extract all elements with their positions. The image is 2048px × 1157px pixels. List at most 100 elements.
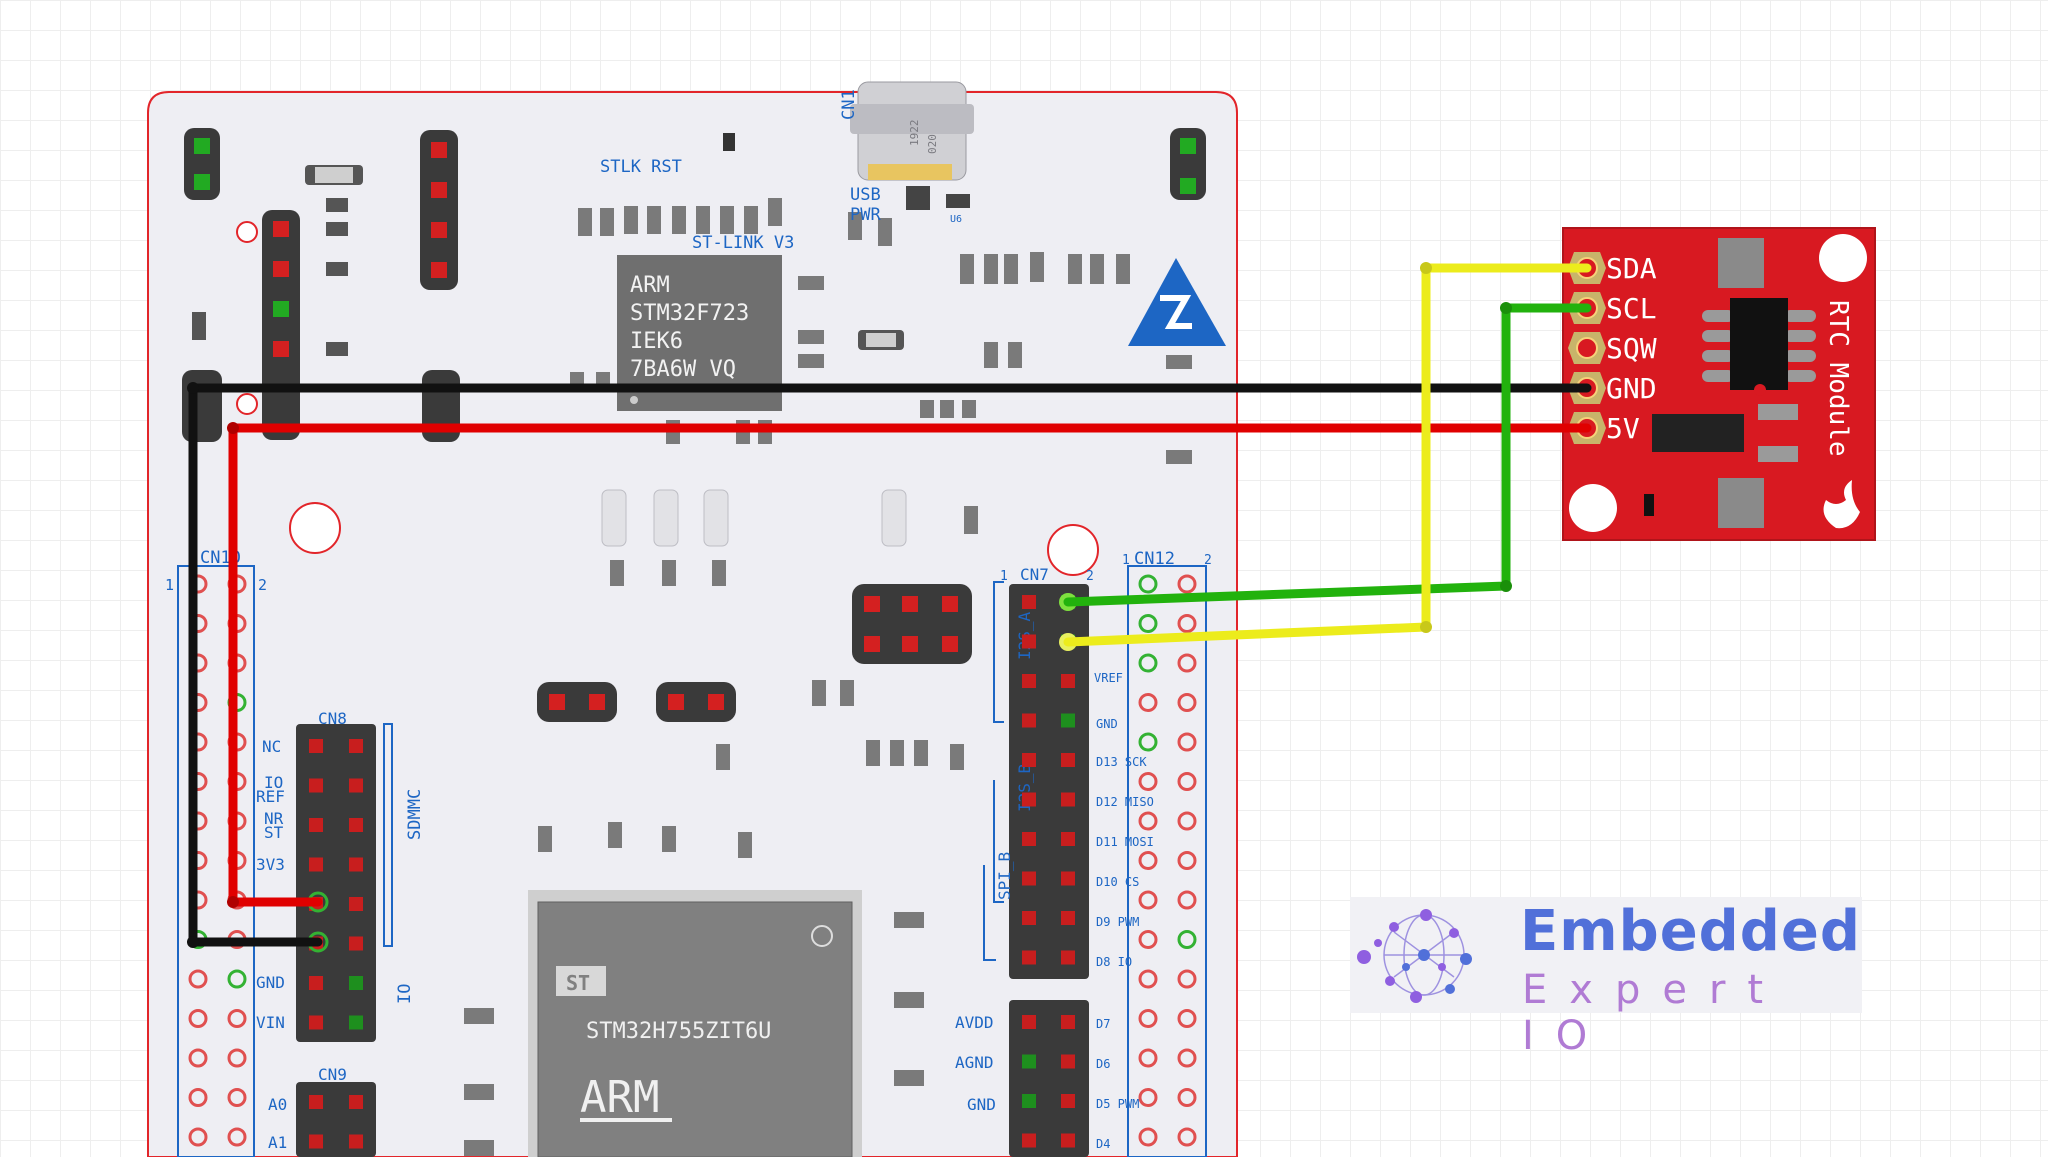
usb-label: USB <box>850 185 881 205</box>
svg-text:STM32F723: STM32F723 <box>630 301 749 326</box>
header-pin <box>309 976 323 990</box>
header-pin <box>309 818 323 832</box>
header-pin <box>188 1088 208 1107</box>
esd-warning-icon <box>1128 258 1226 346</box>
rtc-module-title: RTC Module <box>1823 300 1853 457</box>
header-pin <box>349 857 363 872</box>
svg-text:2: 2 <box>258 576 267 594</box>
wire-scl <box>1063 303 1592 607</box>
rtc-pin-sqw-label: SQW <box>1606 332 1657 365</box>
header-pin <box>349 897 363 911</box>
cn12-outline: CN12 1 2 <box>1122 549 1212 1157</box>
header-left-column <box>262 210 300 440</box>
svg-text:D4: D4 <box>1096 1137 1110 1151</box>
header-pin <box>1138 811 1158 831</box>
svg-text:D8 IO: D8 IO <box>1096 955 1132 969</box>
rtc-pin-sqw <box>1576 337 1598 359</box>
header-pin <box>309 778 323 793</box>
cn9-pins <box>309 1095 363 1149</box>
svg-text:GND: GND <box>1096 717 1118 731</box>
header-pin <box>1177 614 1197 633</box>
header-pin <box>1022 1133 1036 1148</box>
svg-text:VREF: VREF <box>1094 671 1123 685</box>
header-pin <box>349 1134 363 1149</box>
rtc-pin-gnd-label: GND <box>1606 372 1657 405</box>
header-pin <box>1177 930 1197 949</box>
globe-network-icon <box>1357 909 1472 1003</box>
header-pin <box>1061 713 1075 728</box>
header-pin <box>309 1095 323 1109</box>
header-pin <box>1177 851 1197 870</box>
header-pin <box>188 1009 208 1028</box>
rtc-module: RTC Module SDA SCL SQW GND 5V <box>1562 227 1876 541</box>
header-pin <box>1061 911 1075 925</box>
header-pin <box>1138 732 1158 752</box>
header-pin <box>1177 772 1197 791</box>
svg-text:NC: NC <box>262 737 281 756</box>
rtc-pin-5v-label: 5V <box>1606 412 1640 445</box>
svg-text:D12 MISO: D12 MISO <box>1096 795 1154 809</box>
header-pin <box>1177 1009 1197 1028</box>
header-pin <box>1022 674 1036 688</box>
svg-text:ARM: ARM <box>630 273 670 298</box>
header-middle-2x3 <box>852 584 972 664</box>
svg-text:A0: A0 <box>268 1095 287 1114</box>
header-pin <box>1177 693 1197 712</box>
header-pin <box>1177 811 1197 831</box>
svg-text:D9 PWM: D9 PWM <box>1096 915 1139 929</box>
header-pin <box>1022 911 1036 925</box>
header-pin <box>1138 772 1158 791</box>
header-pin <box>349 739 363 753</box>
svg-text:AGND: AGND <box>955 1053 994 1072</box>
pwr-label: PWR <box>850 205 881 225</box>
header-pin <box>1138 890 1158 910</box>
svg-text:ST: ST <box>264 823 284 842</box>
logo-subtitle: Expert IO <box>1522 967 1786 1059</box>
header-pin <box>1138 1048 1158 1068</box>
stlink-v3-label: ST-LINK V3 <box>692 233 794 253</box>
header-pin <box>1022 792 1036 807</box>
header-pin <box>227 1127 247 1147</box>
wire-sda <box>1063 263 1592 647</box>
header-pin <box>1138 653 1158 673</box>
header-pin <box>1061 1094 1075 1108</box>
rtc-pin-labels: SDA SCL SQW GND 5V <box>1606 252 1657 445</box>
svg-text:GND: GND <box>967 1095 996 1114</box>
header-pin <box>349 976 363 990</box>
header-top-left <box>184 128 220 200</box>
embedded-expert-io-logo: Embedded Expert IO <box>1350 897 1862 1059</box>
header-pin <box>1022 1015 1036 1029</box>
svg-text:CN9: CN9 <box>318 1065 347 1084</box>
cn8-io-label: IO <box>395 984 415 1004</box>
wire-endpoints <box>187 262 1512 948</box>
sparkfun-flame-icon <box>1823 480 1860 529</box>
spi-b-label: SPI_B <box>995 852 1014 900</box>
header-pin <box>1022 595 1036 609</box>
cn7-label: CN7 <box>1020 565 1049 584</box>
header-pin <box>1177 1088 1197 1107</box>
cn8-pin-labels: NC IO REF NR ST 3V3 GND VIN <box>256 737 285 1032</box>
cn12-label: CN12 <box>1134 549 1175 569</box>
header-top-right <box>1170 128 1206 200</box>
header-pin <box>1022 634 1036 649</box>
svg-text:NR: NR <box>264 809 284 828</box>
header-pin <box>1138 1088 1158 1107</box>
header-pin <box>1061 832 1075 846</box>
rtc-pins <box>1568 252 1606 444</box>
header-jp-column <box>420 130 458 290</box>
header-pin <box>1022 871 1036 886</box>
header-pin <box>1022 713 1036 728</box>
header-pin <box>1061 1054 1075 1069</box>
header-pin <box>188 969 208 989</box>
header-pin <box>309 1015 323 1030</box>
ceramic-components <box>601 489 907 547</box>
header-pin <box>1061 674 1075 688</box>
header-pin <box>1061 950 1075 965</box>
header-pin <box>1138 851 1158 870</box>
header-pin <box>1177 574 1197 594</box>
header-pin <box>1177 1048 1197 1068</box>
header-pin <box>1138 1009 1158 1028</box>
svg-text:A1: A1 <box>268 1133 287 1152</box>
header-pin <box>1061 753 1075 767</box>
svg-text:2: 2 <box>1204 553 1212 568</box>
